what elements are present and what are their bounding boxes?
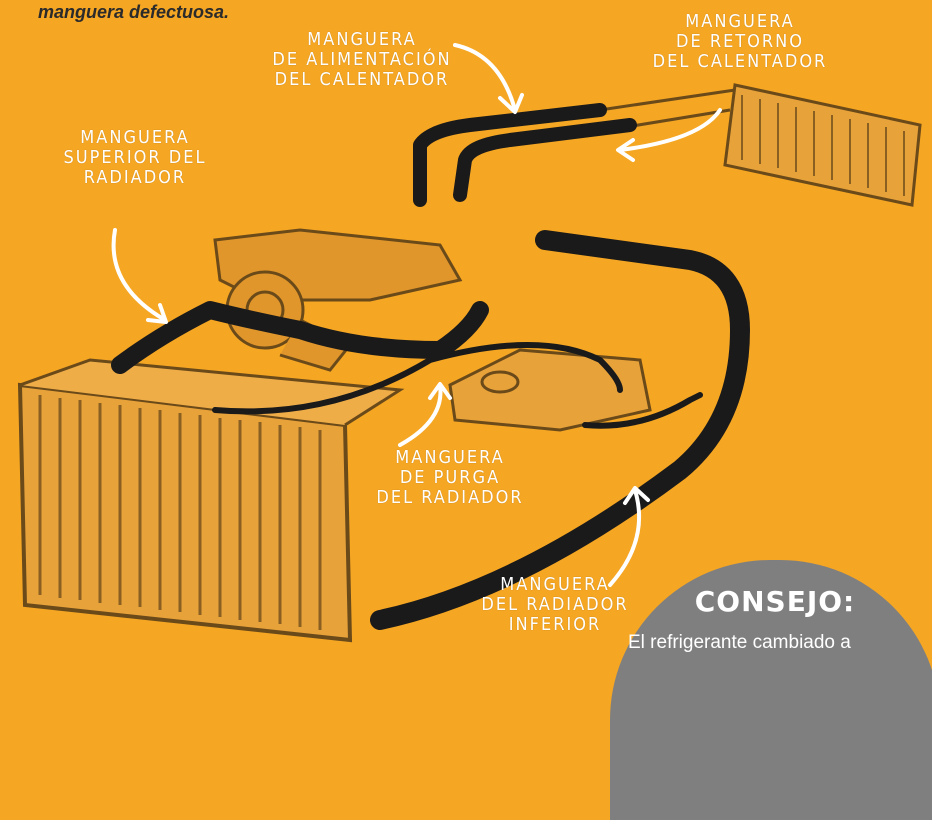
arrow-return: [616, 108, 722, 162]
heater-feed-hose: [413, 103, 607, 207]
label-line: RADIADOR: [83, 167, 187, 188]
cooling-system-illustration: [17, 43, 922, 643]
label-heater-return-hose: MANGUERA DE RETORNO DEL CALENTADOR: [640, 12, 840, 72]
heater-core: [599, 83, 922, 207]
overflow-hose: [582, 392, 703, 429]
radiator: [17, 358, 405, 643]
arrow-feed: [453, 43, 524, 114]
label-line: DE PURGA: [399, 467, 501, 488]
label-upper-radiator-hose: MANGUERA SUPERIOR DEL RADIADOR: [50, 128, 220, 188]
label-line: INFERIOR: [508, 614, 602, 635]
arrow-lower: [608, 486, 650, 587]
arrow-upper: [111, 228, 168, 324]
heater-return-hose: [453, 118, 637, 202]
tip-text: El refrigerante cambiado a: [628, 632, 851, 653]
coolant-reservoir: [448, 348, 652, 432]
label-line: DE RETORNO: [675, 31, 805, 52]
label-line: DE ALIMENTACIÓN: [272, 49, 452, 70]
label-line: SUPERIOR DEL: [63, 147, 207, 168]
label-line: MANGUERA: [395, 447, 505, 468]
label-line: DEL RADIADOR: [481, 594, 629, 615]
label-line: DEL CALENTADOR: [652, 51, 828, 72]
tip-title: CONSEJO:: [694, 585, 856, 618]
label-heater-feed-hose: MANGUERA DE ALIMENTACIÓN DEL CALENTADOR: [262, 30, 462, 90]
label-line: MANGUERA: [307, 29, 417, 50]
hoses: [111, 103, 750, 630]
lower-radiator-hose: [370, 230, 750, 630]
bleed-hose: [212, 342, 623, 415]
label-line: DEL CALENTADOR: [274, 69, 450, 90]
label-line: DEL RADIADOR: [376, 487, 524, 508]
label-line: MANGUERA: [685, 11, 795, 32]
label-lower-radiator-hose: MANGUERA DEL RADIADOR INFERIOR: [470, 575, 640, 635]
label-line: MANGUERA: [500, 574, 610, 595]
callout-arrows: [111, 43, 722, 587]
label-bleed-hose: MANGUERA DE PURGA DEL RADIADOR: [360, 448, 540, 508]
label-line: MANGUERA: [80, 127, 190, 148]
upper-radiator-hose: [111, 301, 489, 374]
arrow-bleed: [398, 382, 452, 447]
intro-text: manguera defectuosa.: [38, 2, 230, 22]
